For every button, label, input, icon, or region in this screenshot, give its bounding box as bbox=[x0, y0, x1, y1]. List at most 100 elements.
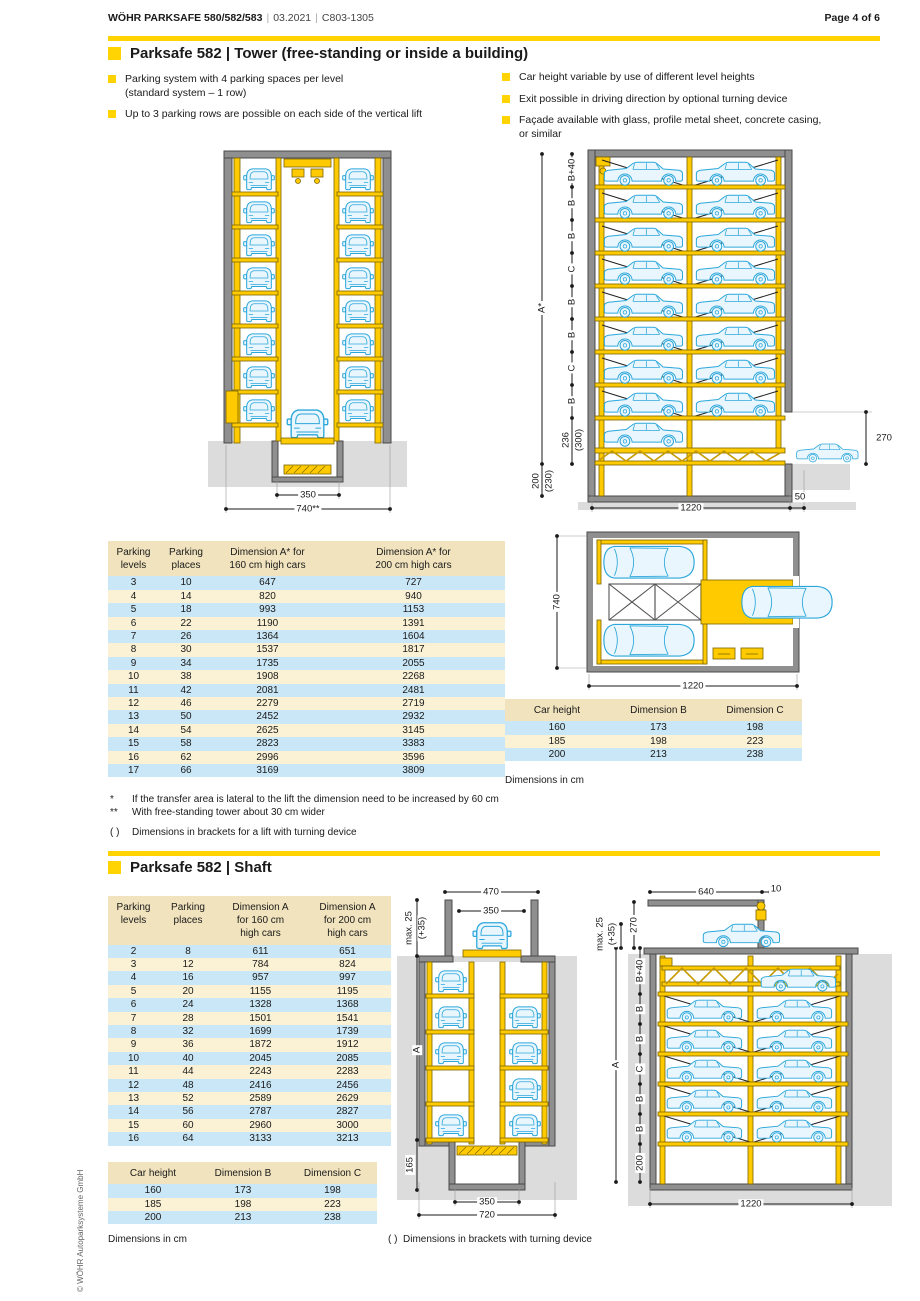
tower-side-section-drawing: A* B+40 B B C B B C B 236 (300) 200 (230… bbox=[528, 140, 913, 518]
table-cell: 18 bbox=[159, 603, 213, 617]
table-cell: 3809 bbox=[322, 764, 505, 778]
table-cell: 2932 bbox=[322, 710, 505, 724]
table-cell: 7 bbox=[108, 1011, 159, 1025]
table-cell: 2589 bbox=[217, 1092, 304, 1106]
table-cell: 160 bbox=[108, 1184, 198, 1198]
table-cell: 3133 bbox=[217, 1132, 304, 1146]
car bbox=[243, 201, 275, 224]
table-cell: 34 bbox=[159, 656, 213, 671]
table-cell: 2 bbox=[108, 944, 159, 958]
car bbox=[342, 366, 374, 389]
car bbox=[603, 359, 683, 384]
table-cell: 2629 bbox=[304, 1092, 391, 1106]
table-cell: 46 bbox=[159, 697, 213, 711]
car bbox=[603, 293, 683, 318]
table-cell: 1155 bbox=[217, 984, 304, 999]
car bbox=[695, 293, 775, 318]
table-cell: 2283 bbox=[304, 1065, 391, 1079]
table-cell: 2960 bbox=[217, 1118, 304, 1133]
bullet-icon bbox=[108, 75, 116, 83]
table-cell: 173 bbox=[198, 1184, 288, 1198]
car bbox=[342, 300, 374, 323]
table-cell: 940 bbox=[322, 589, 505, 604]
table-cell: 12 bbox=[108, 1078, 159, 1093]
list-item: Up to 3 parking rows are possible on eac… bbox=[108, 108, 488, 122]
table-cell: 30 bbox=[159, 643, 213, 657]
table-cell: 16 bbox=[108, 750, 159, 765]
footnote-text: Dimensions in brackets for a lift with t… bbox=[132, 827, 357, 838]
table-cell: 15 bbox=[108, 1118, 159, 1133]
footnote: *If the transfer area is lateral to the … bbox=[110, 793, 530, 806]
car bbox=[702, 923, 781, 948]
table-cell: 8 bbox=[108, 1025, 159, 1039]
dimension-label: 640 bbox=[696, 886, 716, 898]
dimension-label: C bbox=[566, 263, 578, 275]
car bbox=[695, 161, 775, 186]
table-cell: 2416 bbox=[217, 1078, 304, 1093]
column-header: Dimension B bbox=[609, 699, 708, 722]
dimension-label: 1220 bbox=[680, 680, 706, 692]
car bbox=[509, 1078, 541, 1101]
car bbox=[243, 267, 275, 290]
car bbox=[435, 970, 467, 993]
table-cell: 11 bbox=[108, 683, 159, 698]
table-cell: 223 bbox=[708, 734, 802, 748]
bullet-text: Façade available with glass, profile met… bbox=[519, 114, 822, 140]
table-cell: 26 bbox=[159, 630, 213, 644]
bullet-text: Up to 3 parking rows are possible on eac… bbox=[125, 108, 423, 121]
table-cell: 200 bbox=[108, 1211, 198, 1225]
table-cell: 611 bbox=[217, 944, 304, 958]
table-cell: 10 bbox=[108, 1051, 159, 1066]
dimension-label: 350 bbox=[298, 489, 318, 501]
table-cell: 1699 bbox=[217, 1025, 304, 1039]
table-cell: 1735 bbox=[213, 656, 322, 671]
table-cell: 50 bbox=[159, 710, 213, 724]
bullet-text: Car height variable by use of different … bbox=[519, 71, 755, 83]
bullet-icon bbox=[502, 116, 510, 125]
car bbox=[603, 161, 683, 186]
dimension-label: 470 bbox=[481, 886, 501, 898]
table-cell: 651 bbox=[304, 944, 391, 958]
dimension-label: 50 bbox=[792, 491, 808, 503]
units-note: Dimensions in cm bbox=[505, 775, 584, 786]
table-cell: 3213 bbox=[304, 1132, 391, 1146]
table-cell: 784 bbox=[217, 957, 304, 972]
dimension-label: 1220 bbox=[678, 502, 704, 514]
table-cell: 1391 bbox=[322, 616, 505, 630]
dimension-label: B bbox=[566, 395, 578, 407]
footnote-text: With free-standing tower about 30 cm wid… bbox=[132, 807, 325, 818]
dimension-label: max. 25 bbox=[403, 909, 415, 947]
table-cell: 198 bbox=[288, 1184, 377, 1198]
dimension-label: C bbox=[566, 362, 578, 374]
dimension-label: A bbox=[610, 1059, 622, 1071]
column-header: Dimension C bbox=[708, 699, 802, 722]
table-cell: 6 bbox=[108, 616, 159, 630]
table-cell: 238 bbox=[708, 748, 802, 762]
car bbox=[243, 366, 275, 389]
table-cell: 200 bbox=[505, 748, 609, 762]
footnotes: *If the transfer area is lateral to the … bbox=[110, 793, 530, 839]
dimension-label: B bbox=[634, 1093, 646, 1105]
car bbox=[243, 234, 275, 257]
table-cell: 213 bbox=[609, 748, 708, 762]
car bbox=[342, 399, 374, 422]
tower-bullets-right: Car height variable by use of different … bbox=[502, 71, 892, 150]
copyright-vertical-text: © WÖHR Autoparksysteme GmbH bbox=[76, 1169, 85, 1292]
table-cell: 2268 bbox=[322, 670, 505, 684]
dimension-label: B bbox=[566, 296, 578, 308]
